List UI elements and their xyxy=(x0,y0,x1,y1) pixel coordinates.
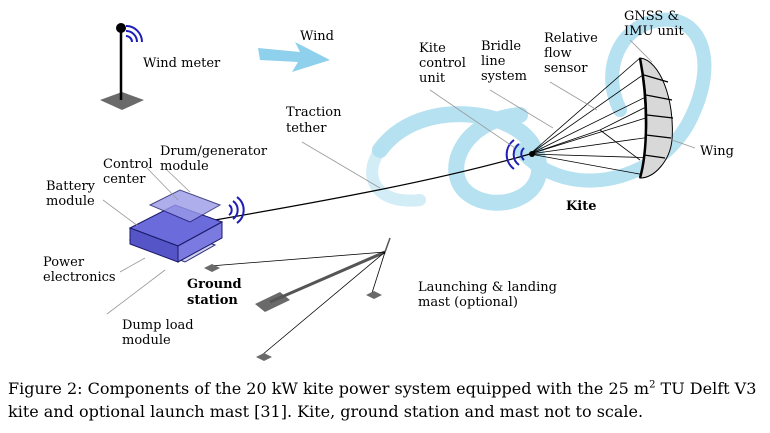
wind-arrow xyxy=(258,42,330,72)
kite-graphic xyxy=(505,57,674,179)
kite-power-system-diagram: Wind meter Wind Traction tether Kite con… xyxy=(43,9,734,361)
label-dump-load-module: Dump load module xyxy=(122,318,198,348)
label-battery-module: Battery module xyxy=(46,179,99,209)
label-wind: Wind xyxy=(300,29,334,44)
wind-meter xyxy=(100,23,144,110)
caption-text-part2: TU Delft V3 kite and optional launch mas… xyxy=(8,379,757,421)
label-wing: Wing xyxy=(700,144,734,159)
label-power-electronics: Power electronics xyxy=(43,255,116,285)
caption-text-part1: Figure 2: Components of the 20 kW kite p… xyxy=(8,379,650,398)
leader-lines xyxy=(102,39,696,315)
caption-superscript: 2 xyxy=(649,379,656,391)
label-traction-tether: Traction tether xyxy=(286,105,346,136)
label-launching-landing-mast: Launching & landing mast (optional) xyxy=(418,280,561,310)
label-control-center: Control center xyxy=(103,157,157,187)
label-kite-control-unit: Kite control unit xyxy=(419,41,470,86)
ground-station-graphic xyxy=(128,189,245,263)
launch-mast-graphic xyxy=(204,237,391,361)
label-gnss-imu-unit: GNSS & IMU unit xyxy=(624,9,684,39)
label-kite: Kite xyxy=(566,199,597,214)
label-relative-flow-sensor: Relative flow sensor xyxy=(544,31,602,76)
label-bridle-line-system: Bridle line system xyxy=(481,39,527,84)
label-wind-meter: Wind meter xyxy=(143,56,221,71)
figure-caption: Figure 2: Components of the 20 kW kite p… xyxy=(8,377,764,423)
flight-path xyxy=(366,12,712,211)
traction-tether-line xyxy=(214,153,531,221)
label-ground-station: Ground station xyxy=(187,277,246,308)
label-drum-generator-module: Drum/generator module xyxy=(160,144,271,174)
